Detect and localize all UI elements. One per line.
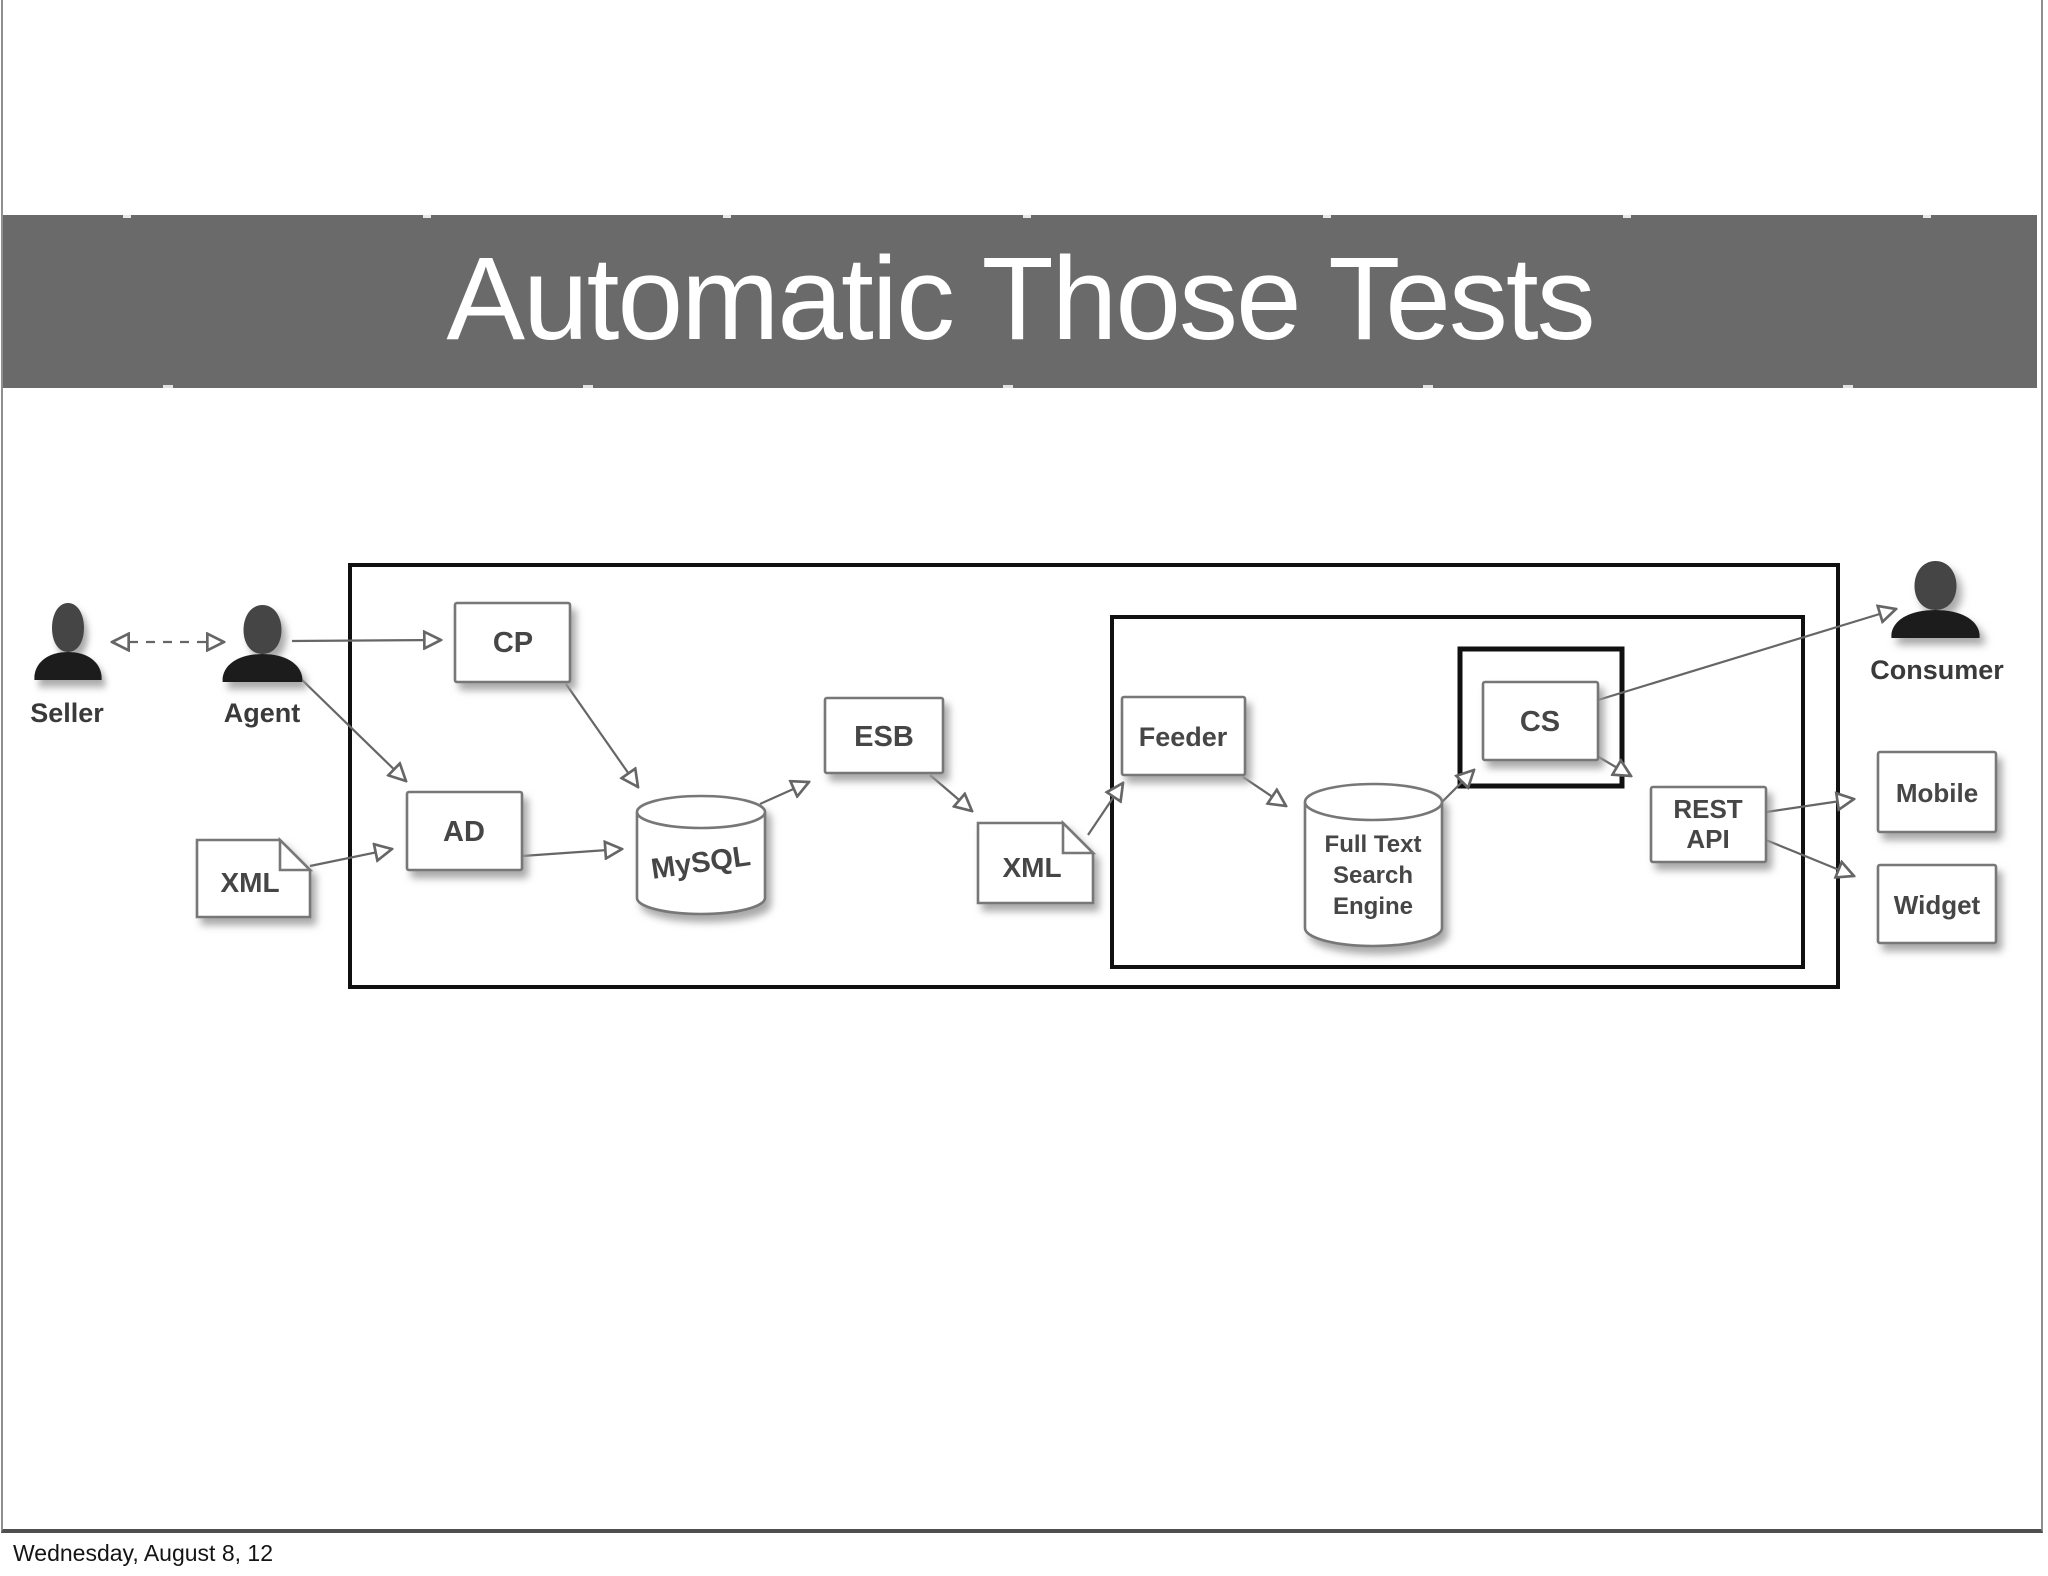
cp-node-label: CP [493, 627, 533, 659]
feeder-node-label: Feeder [1139, 722, 1228, 752]
arrow-agent-cp [291, 640, 441, 641]
consumer-label: Consumer [1870, 655, 2004, 685]
title-banner: Automatic Those Tests [3, 214, 2037, 389]
arrow-fulltext-cs [1439, 770, 1474, 805]
outer-scope-frame [348, 563, 1840, 989]
consumer-person-icon [1891, 561, 1980, 638]
architecture-diagram: Seller Agent Consumer CP AD XML [30, 561, 2004, 989]
cs-highlight-frame [1457, 646, 1625, 789]
arrow-cp-mysql [565, 683, 638, 787]
xml-mid-label: XML [1002, 852, 1061, 883]
cs-node-label: CS [1520, 706, 1560, 738]
ad-node-label: AD [443, 816, 485, 848]
arrow-restapi-mobile [1765, 799, 1854, 814]
arrow-xml-ad [309, 849, 392, 868]
seller-actor: Seller [30, 603, 104, 728]
arrow-xml-feeder [1087, 783, 1123, 836]
seller-label: Seller [30, 698, 104, 728]
widget-node: Widget [1876, 863, 1998, 945]
arrow-esb-xml [929, 774, 972, 811]
agent-label: Agent [224, 698, 301, 728]
slide-border [1, 0, 2043, 1533]
arrow-feeder-fulltext [1242, 776, 1286, 806]
mysql-node: MySQL [635, 794, 767, 916]
feeder-node: Feeder [1120, 695, 1247, 777]
fulltext-label-line3: Engine [1333, 893, 1413, 920]
consumer-actor: Consumer [1870, 561, 2004, 685]
fulltext-label-line1: Full Text [1325, 831, 1422, 858]
agent-actor: Agent [222, 605, 303, 728]
mobile-node-label: Mobile [1896, 778, 1978, 808]
xml-mid-node: XML [976, 819, 1097, 905]
cp-node: CP [453, 601, 572, 684]
fulltext-search-engine-node: Full Text Search Engine [1303, 782, 1444, 948]
esb-node: ESB [823, 696, 945, 775]
cs-node: CS [1481, 680, 1600, 762]
arrow-ad-mysql [521, 849, 622, 856]
rest-api-label-line2: API [1686, 824, 1729, 854]
arrow-agent-ad [297, 675, 406, 781]
agent-person-icon [222, 605, 303, 682]
seller-person-icon [34, 603, 102, 680]
ad-node: AD [405, 790, 524, 872]
rest-api-node: REST API [1649, 785, 1768, 864]
arrow-restapi-widget [1765, 838, 1854, 876]
mobile-node: Mobile [1876, 750, 1998, 834]
footer-date: Wednesday, August 8, 12 [13, 1540, 273, 1566]
xml-left-label: XML [220, 867, 279, 898]
xml-left-node: XML [195, 836, 314, 919]
slide-title: Automatic Those Tests [446, 232, 1595, 365]
arrow-cs-restapi [1596, 755, 1631, 776]
fulltext-label-line2: Search [1333, 862, 1413, 889]
arrow-mysql-esb [759, 782, 809, 806]
esb-node-label: ESB [854, 721, 914, 753]
widget-node-label: Widget [1894, 890, 1981, 920]
arrow-cs-consumer [1597, 609, 1896, 702]
rest-api-label-line1: REST [1673, 794, 1742, 824]
